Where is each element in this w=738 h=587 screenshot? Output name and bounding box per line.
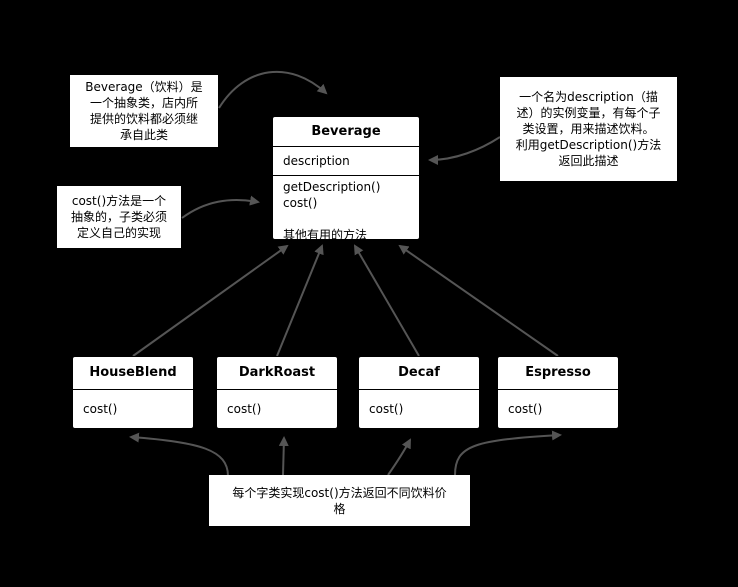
cost-note-arrow <box>181 195 260 219</box>
beverage-note-line-1: Beverage（饮料）是 <box>85 80 203 94</box>
bottom-note-line-1: 每个字类实现cost()方法返回不同饮料价 <box>232 485 447 500</box>
houseblend-method-cost: cost() <box>83 402 118 416</box>
description-note-line-3: 类设置，用来描述饮料。 <box>522 122 655 136</box>
bottom-note-line-2: 格 <box>333 501 346 516</box>
description-field-note: 一个名为description（描 述）的实例变量，有每个子 类设置，用来描述饮… <box>500 77 677 181</box>
cost-abstract-note: cost()方法是一个 抽象的，子类必须 定义自己的实现 <box>57 186 181 248</box>
bottom-note-arrow-darkroast <box>278 436 289 476</box>
espresso-method-cost: cost() <box>508 402 543 416</box>
decaf-class-name: Decaf <box>359 357 479 390</box>
espresso-class-name: Espresso <box>498 357 618 390</box>
beverage-note-line-4: 承自此类 <box>119 128 168 142</box>
description-note-line-4: 利用getDescription()方法 <box>515 138 662 152</box>
beverage-methods: getDescription() cost() 其他有用的方法 <box>273 176 419 243</box>
bottom-note-arrow-espresso <box>454 430 562 476</box>
houseblend-methods: cost() <box>73 390 193 417</box>
beverage-method-cost: cost() <box>283 196 318 210</box>
inherit-darkroast-arrow <box>276 244 324 357</box>
decaf-method-cost: cost() <box>369 402 404 416</box>
inherit-houseblend-arrow <box>132 244 289 357</box>
description-note-line-2: 述）的实例变量，有每个子 <box>516 106 661 120</box>
darkroast-methods: cost() <box>217 390 337 417</box>
beverage-field-description: description <box>283 154 350 168</box>
bottom-note-arrow-decaf <box>387 438 411 476</box>
darkroast-class-box: DarkRoast cost() <box>216 356 338 429</box>
decaf-class-box: Decaf cost() <box>358 356 480 429</box>
beverage-method-other: 其他有用的方法 <box>283 228 368 242</box>
houseblend-class-box: HouseBlend cost() <box>72 356 194 429</box>
darkroast-method-cost: cost() <box>227 402 262 416</box>
beverage-note-line-3: 提供的饮料都必须继 <box>89 112 198 126</box>
beverage-note-line-2: 一个抽象类，店内所 <box>89 96 198 110</box>
description-note-arrow <box>428 136 501 165</box>
espresso-methods: cost() <box>498 390 618 417</box>
beverage-note-arrow <box>218 70 328 109</box>
beverage-class-name: Beverage <box>273 117 419 147</box>
beverage-abstract-note: Beverage（饮料）是 一个抽象类，店内所 提供的饮料都必须继 承自此类 <box>70 75 218 147</box>
inherit-decaf-arrow <box>353 244 420 357</box>
beverage-method-getdescription: getDescription() <box>283 180 381 194</box>
cost-note-line-1: cost()方法是一个 <box>71 194 167 208</box>
darkroast-class-name: DarkRoast <box>217 357 337 390</box>
cost-note-line-3: 定义自己的实现 <box>76 226 161 240</box>
beverage-class-box: Beverage description getDescription() co… <box>272 116 420 243</box>
description-note-line-1: 一个名为description（描 <box>519 90 658 104</box>
bottom-note-arrow-houseblend <box>129 432 229 477</box>
decaf-methods: cost() <box>359 390 479 417</box>
subclass-cost-note: 每个字类实现cost()方法返回不同饮料价 格 <box>209 475 470 526</box>
description-note-line-5: 返回此描述 <box>558 154 619 168</box>
beverage-method-spacer <box>283 211 419 227</box>
beverage-fields: description <box>273 147 419 176</box>
houseblend-class-name: HouseBlend <box>73 357 193 390</box>
inherit-espresso-arrow <box>398 244 559 357</box>
cost-note-line-2: 抽象的，子类必须 <box>70 210 167 224</box>
espresso-class-box: Espresso cost() <box>497 356 619 429</box>
